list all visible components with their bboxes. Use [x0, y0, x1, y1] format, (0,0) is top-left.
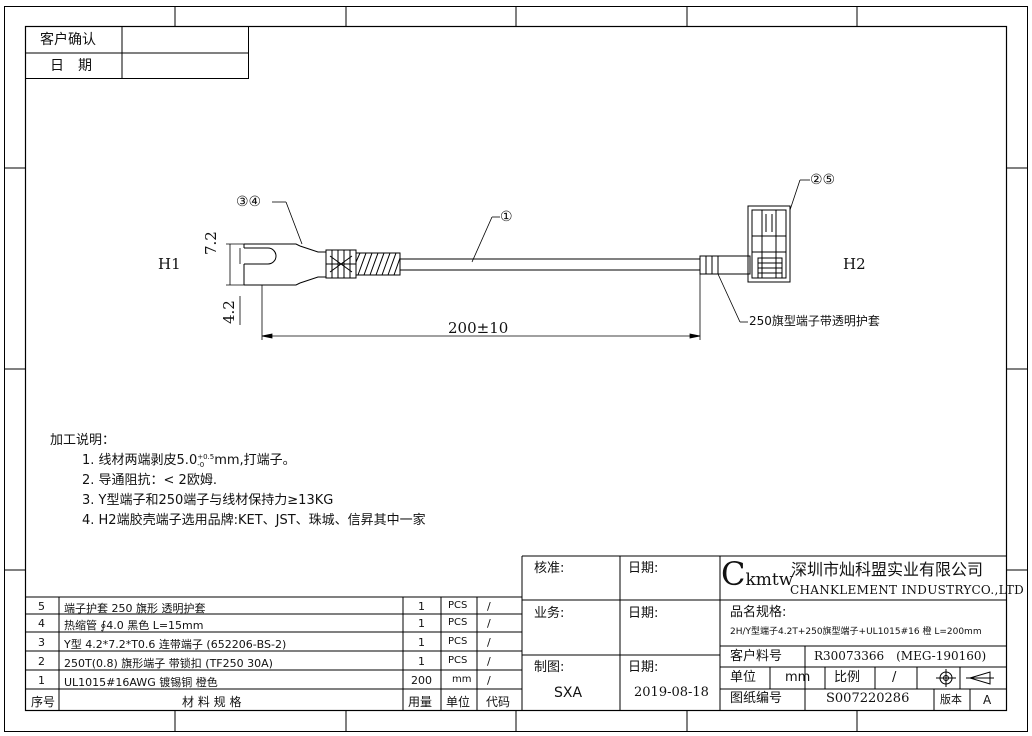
callout-wire: ① — [500, 209, 513, 225]
scale-label: 比例 — [834, 670, 861, 685]
customer-pn-label: 客户料号 — [730, 649, 783, 664]
version-label: 版本 — [940, 693, 962, 706]
draft-date-label: 日期: — [628, 660, 659, 675]
dim-length: 200±10 — [448, 319, 509, 337]
scale-value: / — [892, 670, 897, 685]
h2-label: H2 — [843, 255, 866, 273]
customer-pn-value: R30073366 (MEG-190160) — [814, 649, 987, 663]
company-name-en: CHANKLEMENT INDUSTRYCO.,LTD — [790, 583, 1025, 597]
dim-7-2: 7.2 — [202, 231, 220, 255]
approve-date-label: 日期: — [628, 561, 659, 576]
callout-y-terminal: ③④ — [236, 194, 262, 210]
draft-date-value: 2019-08-18 — [634, 685, 709, 700]
customer-confirm-label: 客户确认 — [40, 32, 96, 48]
version-value: A — [983, 693, 992, 707]
notes-heading: 加工说明： — [50, 433, 116, 448]
projection-symbol-icon — [936, 669, 994, 687]
note-item-3: 3. Y型端子和250端子与线材保持力≥13KG — [82, 493, 334, 508]
product-spec-label: 品名规格: — [730, 605, 787, 620]
drafter-label: 制图: — [534, 660, 565, 675]
callout-flag-terminal: ②⑤ — [810, 172, 836, 188]
product-spec-value: 2H/Y型端子4.2T+250旗型端子+UL1015#16 橙 L=200mm — [730, 627, 982, 637]
note-item-2: 2. 导通阻抗：< 2欧姆. — [82, 473, 217, 488]
unit-label: 单位 — [730, 670, 757, 685]
drawing-no-value: S007220286 — [826, 691, 910, 706]
company-logo: Ckmtw — [721, 555, 794, 593]
callout-sleeve: 250旗型端子带透明护套 — [749, 314, 880, 328]
dim-4-2: 4.2 — [220, 300, 238, 324]
drafter-value: SXA — [554, 685, 583, 701]
company-name-cn: 深圳市灿科盟实业有限公司 — [791, 560, 984, 579]
business-date-label: 日期: — [628, 606, 659, 621]
h1-label: H1 — [158, 255, 181, 273]
date-label: 日 期 — [50, 58, 92, 74]
approve-label: 核准: — [534, 561, 565, 576]
note-item-4: 4. H2端胶壳端子选用品牌:KET、JST、珠城、信昇其中一家 — [82, 513, 426, 528]
drawing-no-label: 图纸编号 — [730, 691, 783, 706]
business-label: 业务: — [534, 606, 565, 621]
unit-value: mm — [785, 670, 811, 685]
